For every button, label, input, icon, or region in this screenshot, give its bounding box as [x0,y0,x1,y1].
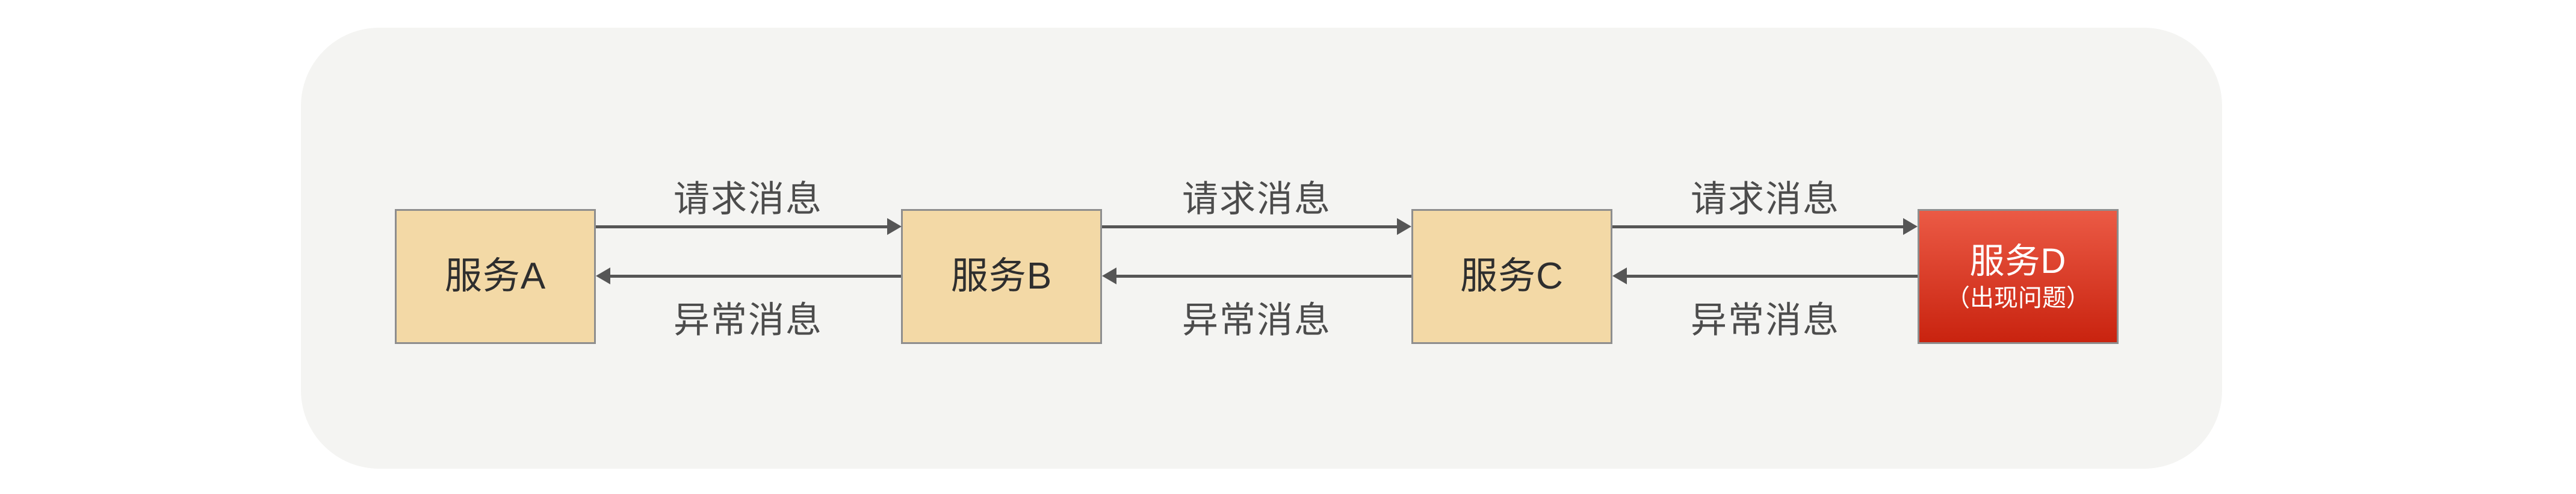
request-arrow-c-d [1612,225,1903,228]
node-service-d-sublabel: （出现问题） [1946,285,2090,312]
arrowhead-right-icon [1903,218,1918,235]
node-service-c: 服务C [1411,209,1612,344]
arrowhead-left-icon [1102,267,1116,284]
node-service-d-label: 服务D [1969,241,2067,281]
diagram-panel: 服务A 服务B 服务C 服务D （出现问题） 请求消息 异常消息 请求消息 异常… [301,28,2222,469]
node-service-a: 服务A [395,209,596,344]
node-service-d: 服务D （出现问题） [1918,209,2119,344]
exception-arrow-b-a [610,275,901,278]
node-service-b-label: 服务B [950,255,1053,297]
arrowhead-right-icon [887,218,902,235]
request-label-a-b: 请求消息 [673,179,823,219]
exception-arrow-c-b [1116,275,1411,278]
node-service-c-label: 服务C [1460,255,1564,297]
exception-arrow-d-c [1627,275,1918,278]
arrowhead-left-icon [596,267,610,284]
request-arrow-b-c [1102,225,1397,228]
exception-label-b-a: 异常消息 [673,300,823,340]
arrowhead-right-icon [1397,218,1411,235]
exception-label-c-b: 异常消息 [1182,300,1331,340]
arrowhead-left-icon [1612,267,1627,284]
node-service-a-label: 服务A [444,255,546,297]
node-service-b: 服务B [901,209,1102,344]
request-label-b-c: 请求消息 [1182,179,1331,219]
request-arrow-a-b [596,225,887,228]
exception-label-d-c: 异常消息 [1691,300,1840,340]
request-label-c-d: 请求消息 [1691,179,1840,219]
